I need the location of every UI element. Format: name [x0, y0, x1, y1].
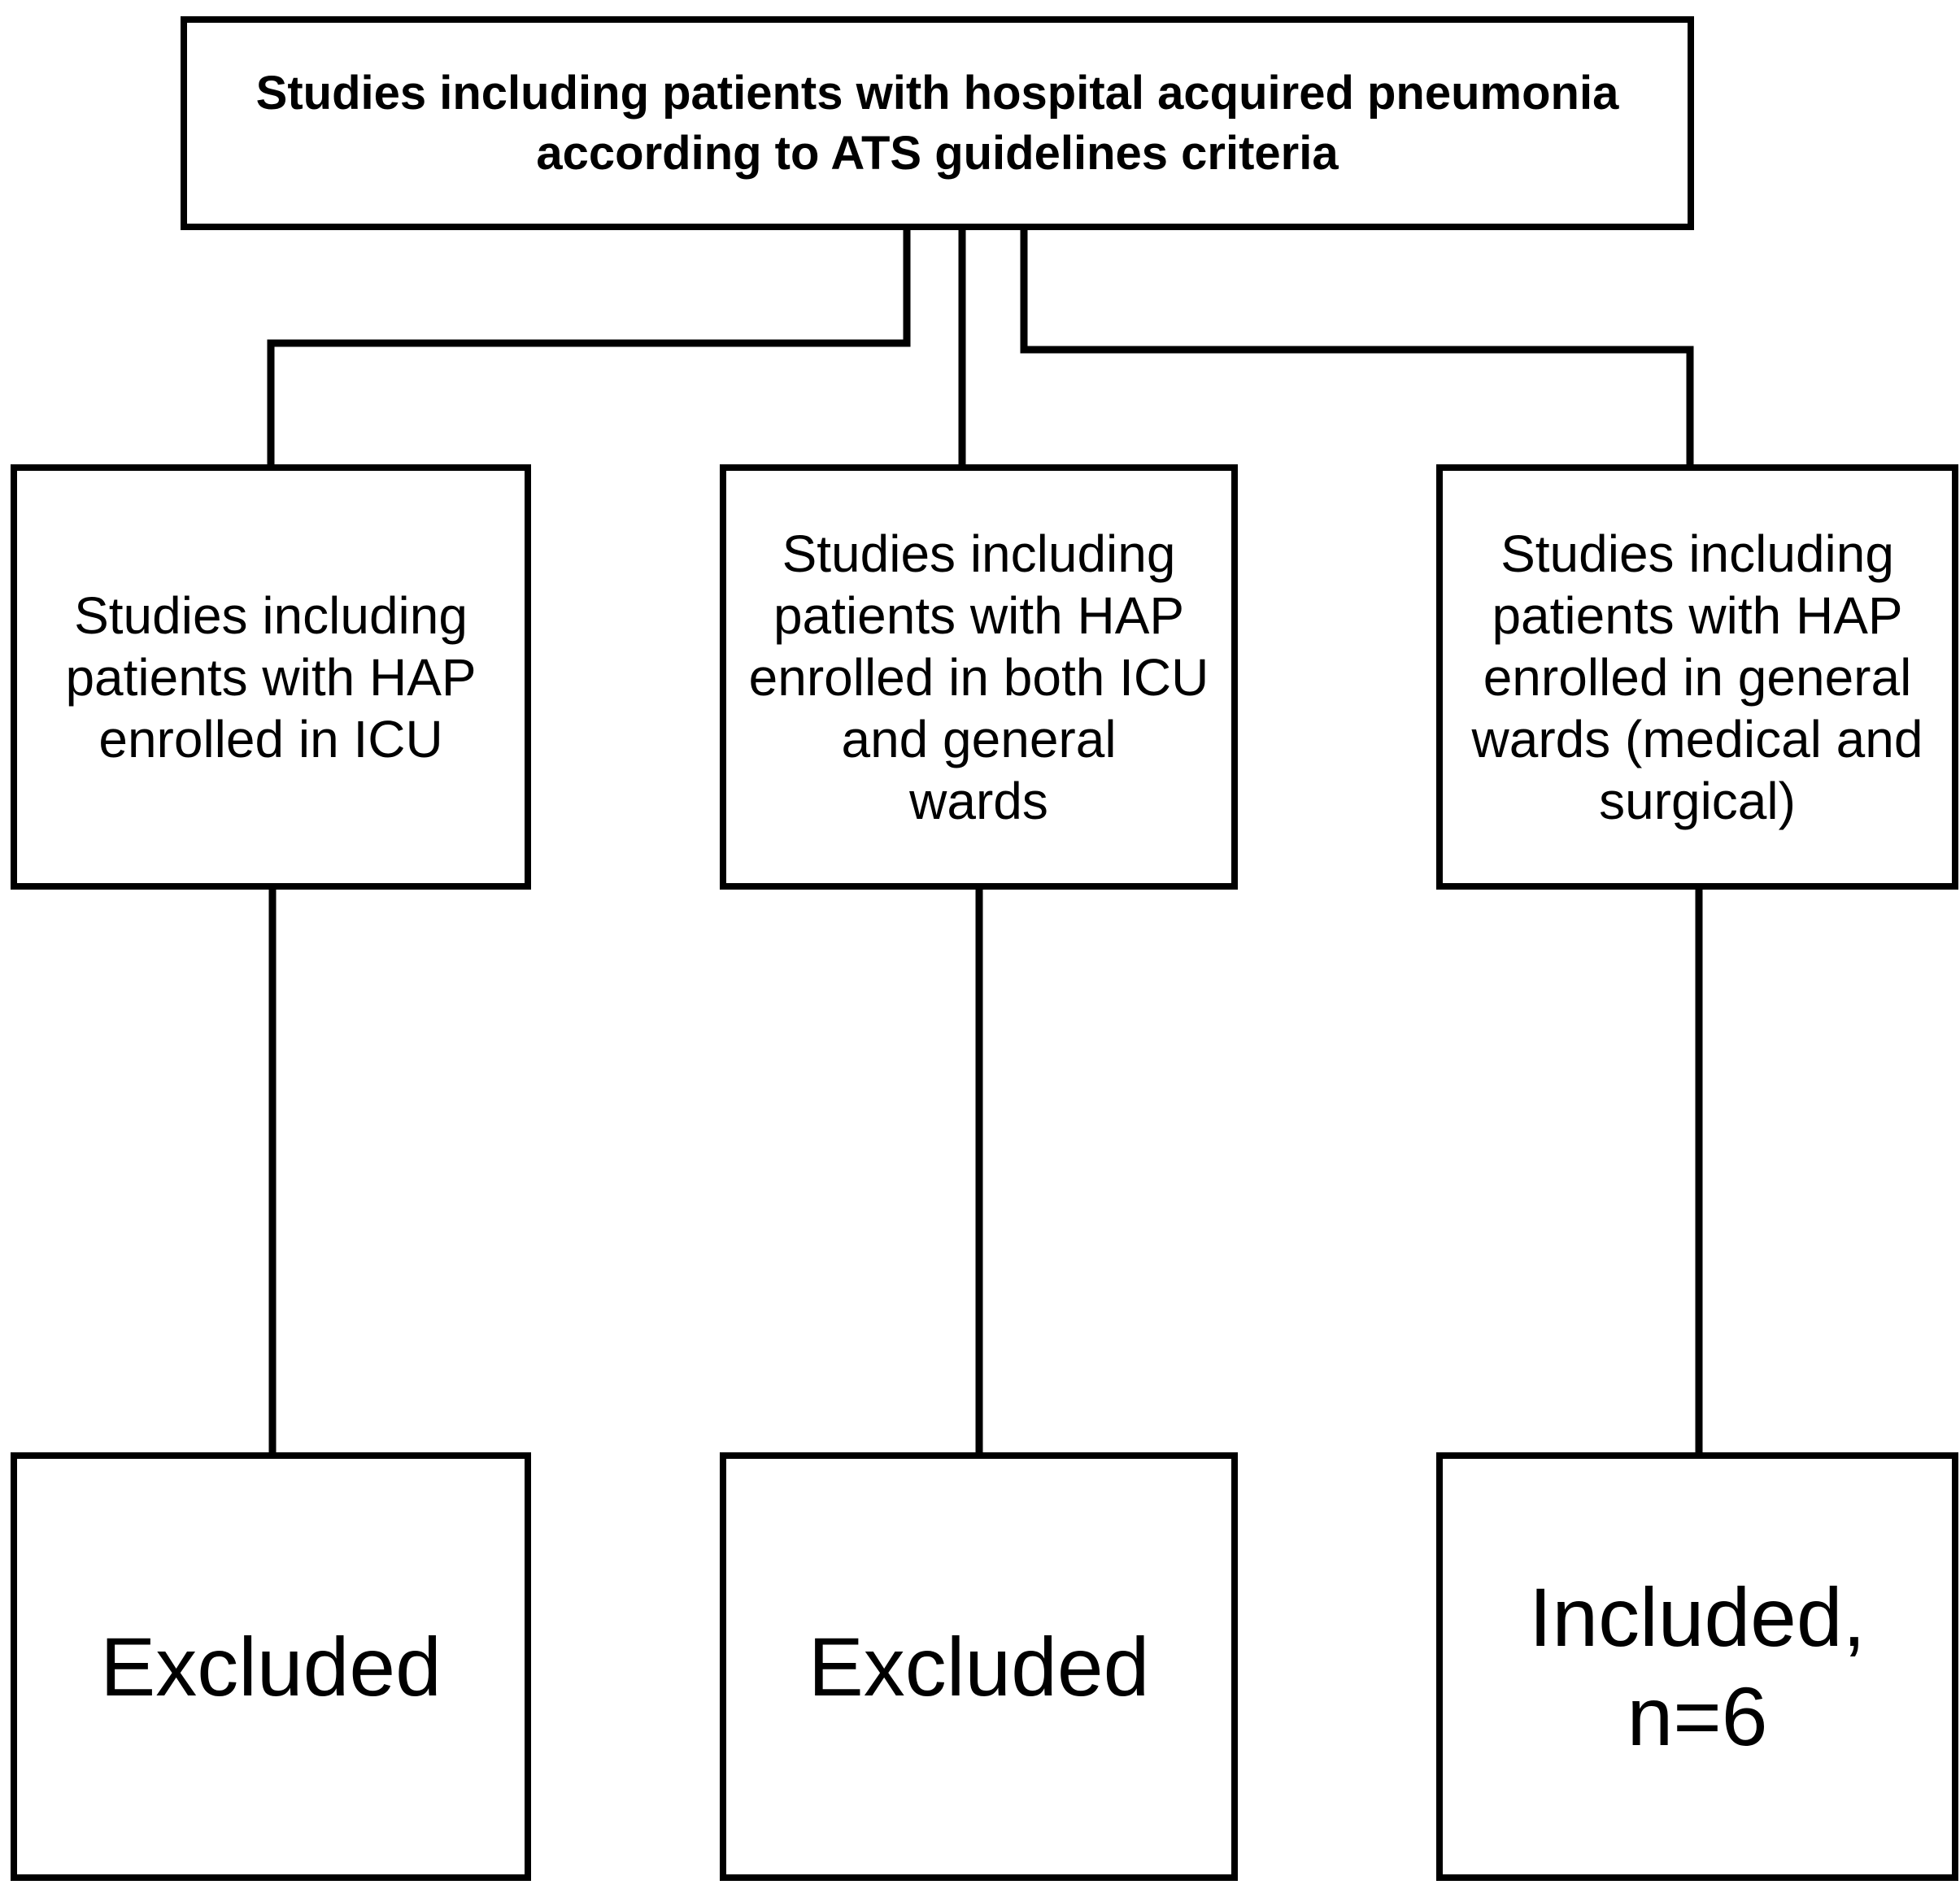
- icu-studies-text: Studies including patients with HAP enro…: [65, 585, 477, 768]
- icu-and-wards-studies-box: Studies including patients with HAP enro…: [720, 464, 1238, 890]
- included-text: Included, n=6: [1529, 1570, 1866, 1763]
- top-criteria-box: Studies including patients with hospital…: [181, 16, 1694, 230]
- top-criteria-text: Studies including patients with hospital…: [255, 66, 1619, 180]
- connector-top-to-icu: [267, 226, 911, 468]
- general-wards-studies-text: Studies including patients with HAP enro…: [1471, 524, 1923, 830]
- icu-studies-box: Studies including patients with HAP enro…: [11, 464, 531, 890]
- excluded-box-both: Excluded: [720, 1452, 1238, 1881]
- excluded-text-icu: Excluded: [100, 1620, 442, 1713]
- excluded-text-both: Excluded: [808, 1620, 1150, 1713]
- connector-top-to-wards: [1020, 226, 1694, 468]
- icu-and-wards-studies-text: Studies including patients with HAP enro…: [748, 524, 1209, 830]
- excluded-box-icu: Excluded: [11, 1452, 531, 1881]
- general-wards-studies-box: Studies including patients with HAP enro…: [1436, 464, 1958, 890]
- included-box: Included, n=6: [1436, 1452, 1958, 1881]
